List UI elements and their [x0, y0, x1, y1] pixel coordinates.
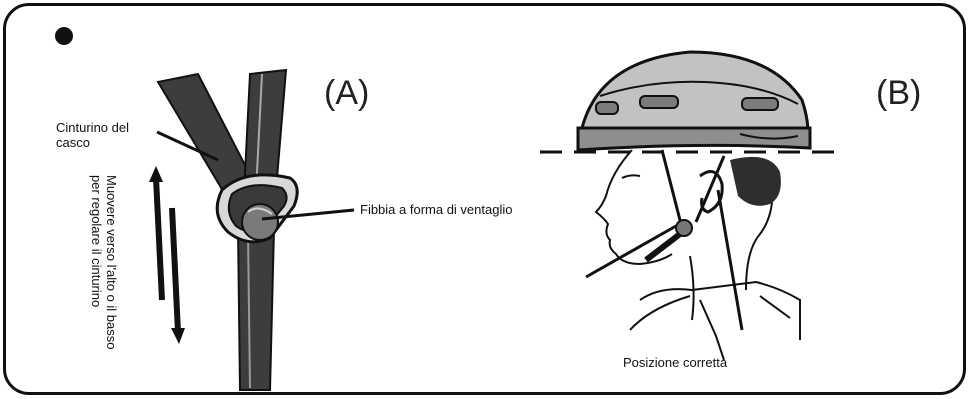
position-leader-line — [716, 189, 744, 331]
chin-strap — [660, 149, 726, 229]
adjust-arrows — [149, 166, 185, 344]
hair — [730, 156, 781, 206]
chin-leader-line — [585, 224, 677, 279]
panel-a-letter: (A) — [324, 74, 370, 112]
position-label: Posizione corretta — [623, 355, 728, 370]
panel-b-letter: (B) — [876, 74, 922, 112]
strap-label-line2: casco — [56, 135, 90, 150]
chin-buckle — [675, 219, 693, 237]
strap-illustration — [156, 68, 299, 391]
buckle-label: Fibbia a forma di ventaglio — [360, 202, 513, 217]
move-label: Muovere verso l'alto o il basso per rego… — [89, 175, 119, 375]
helmet — [576, 50, 812, 152]
diagram-frame — [3, 3, 966, 395]
move-label-line2: per regolare il cinturino — [89, 175, 104, 308]
buckle-leader-line — [261, 208, 355, 221]
move-label-line1: Muovere verso l'alto o il basso — [104, 175, 119, 350]
strap-leader-line — [156, 130, 219, 162]
strap-lower — [236, 227, 276, 391]
strap-label-line1: Cinturino del — [56, 120, 129, 135]
strap-label: Cinturino del casco — [56, 120, 129, 150]
corner-dot — [55, 27, 73, 45]
